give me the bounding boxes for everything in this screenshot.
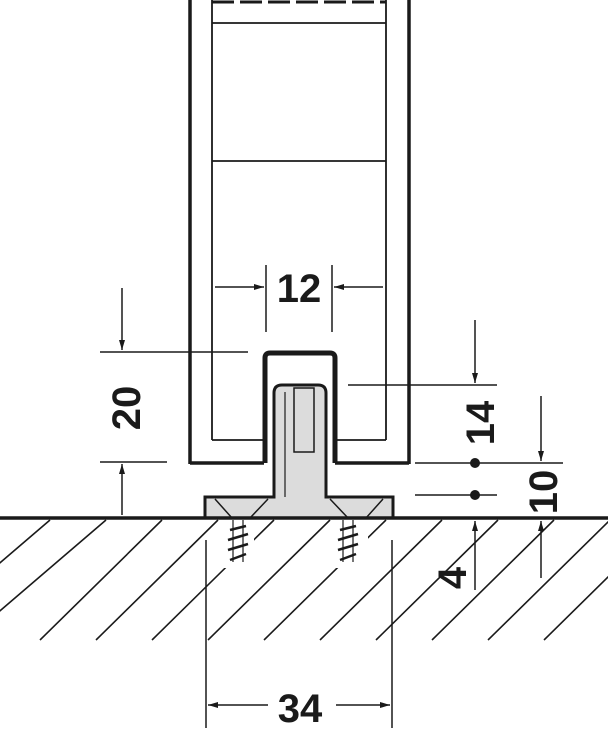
door-slot-channel: [262, 350, 338, 463]
dimension-insert-depth: [348, 320, 563, 464]
label-door-clearance: 10: [522, 470, 566, 515]
dimension-dot-lower: [470, 490, 480, 500]
door-panel: [188, 0, 411, 465]
dimension-dot-upper: [470, 458, 480, 468]
label-insert-depth: 14: [459, 400, 503, 445]
screw-right: [337, 520, 359, 562]
label-guide-height: 20: [105, 386, 149, 431]
floor-hatching: [0, 519, 608, 641]
dimension-slot-width: [215, 265, 383, 332]
dimension-base-width: [205, 540, 393, 728]
label-slot-width: 12: [277, 267, 322, 311]
dimension-base-thickness: [415, 494, 497, 590]
dimension-guide-height: [100, 288, 248, 515]
guide-center-groove: [293, 387, 315, 453]
label-base-width: 34: [278, 687, 323, 730]
label-base-thickness: 4: [431, 566, 475, 589]
screw-left: [227, 520, 249, 562]
